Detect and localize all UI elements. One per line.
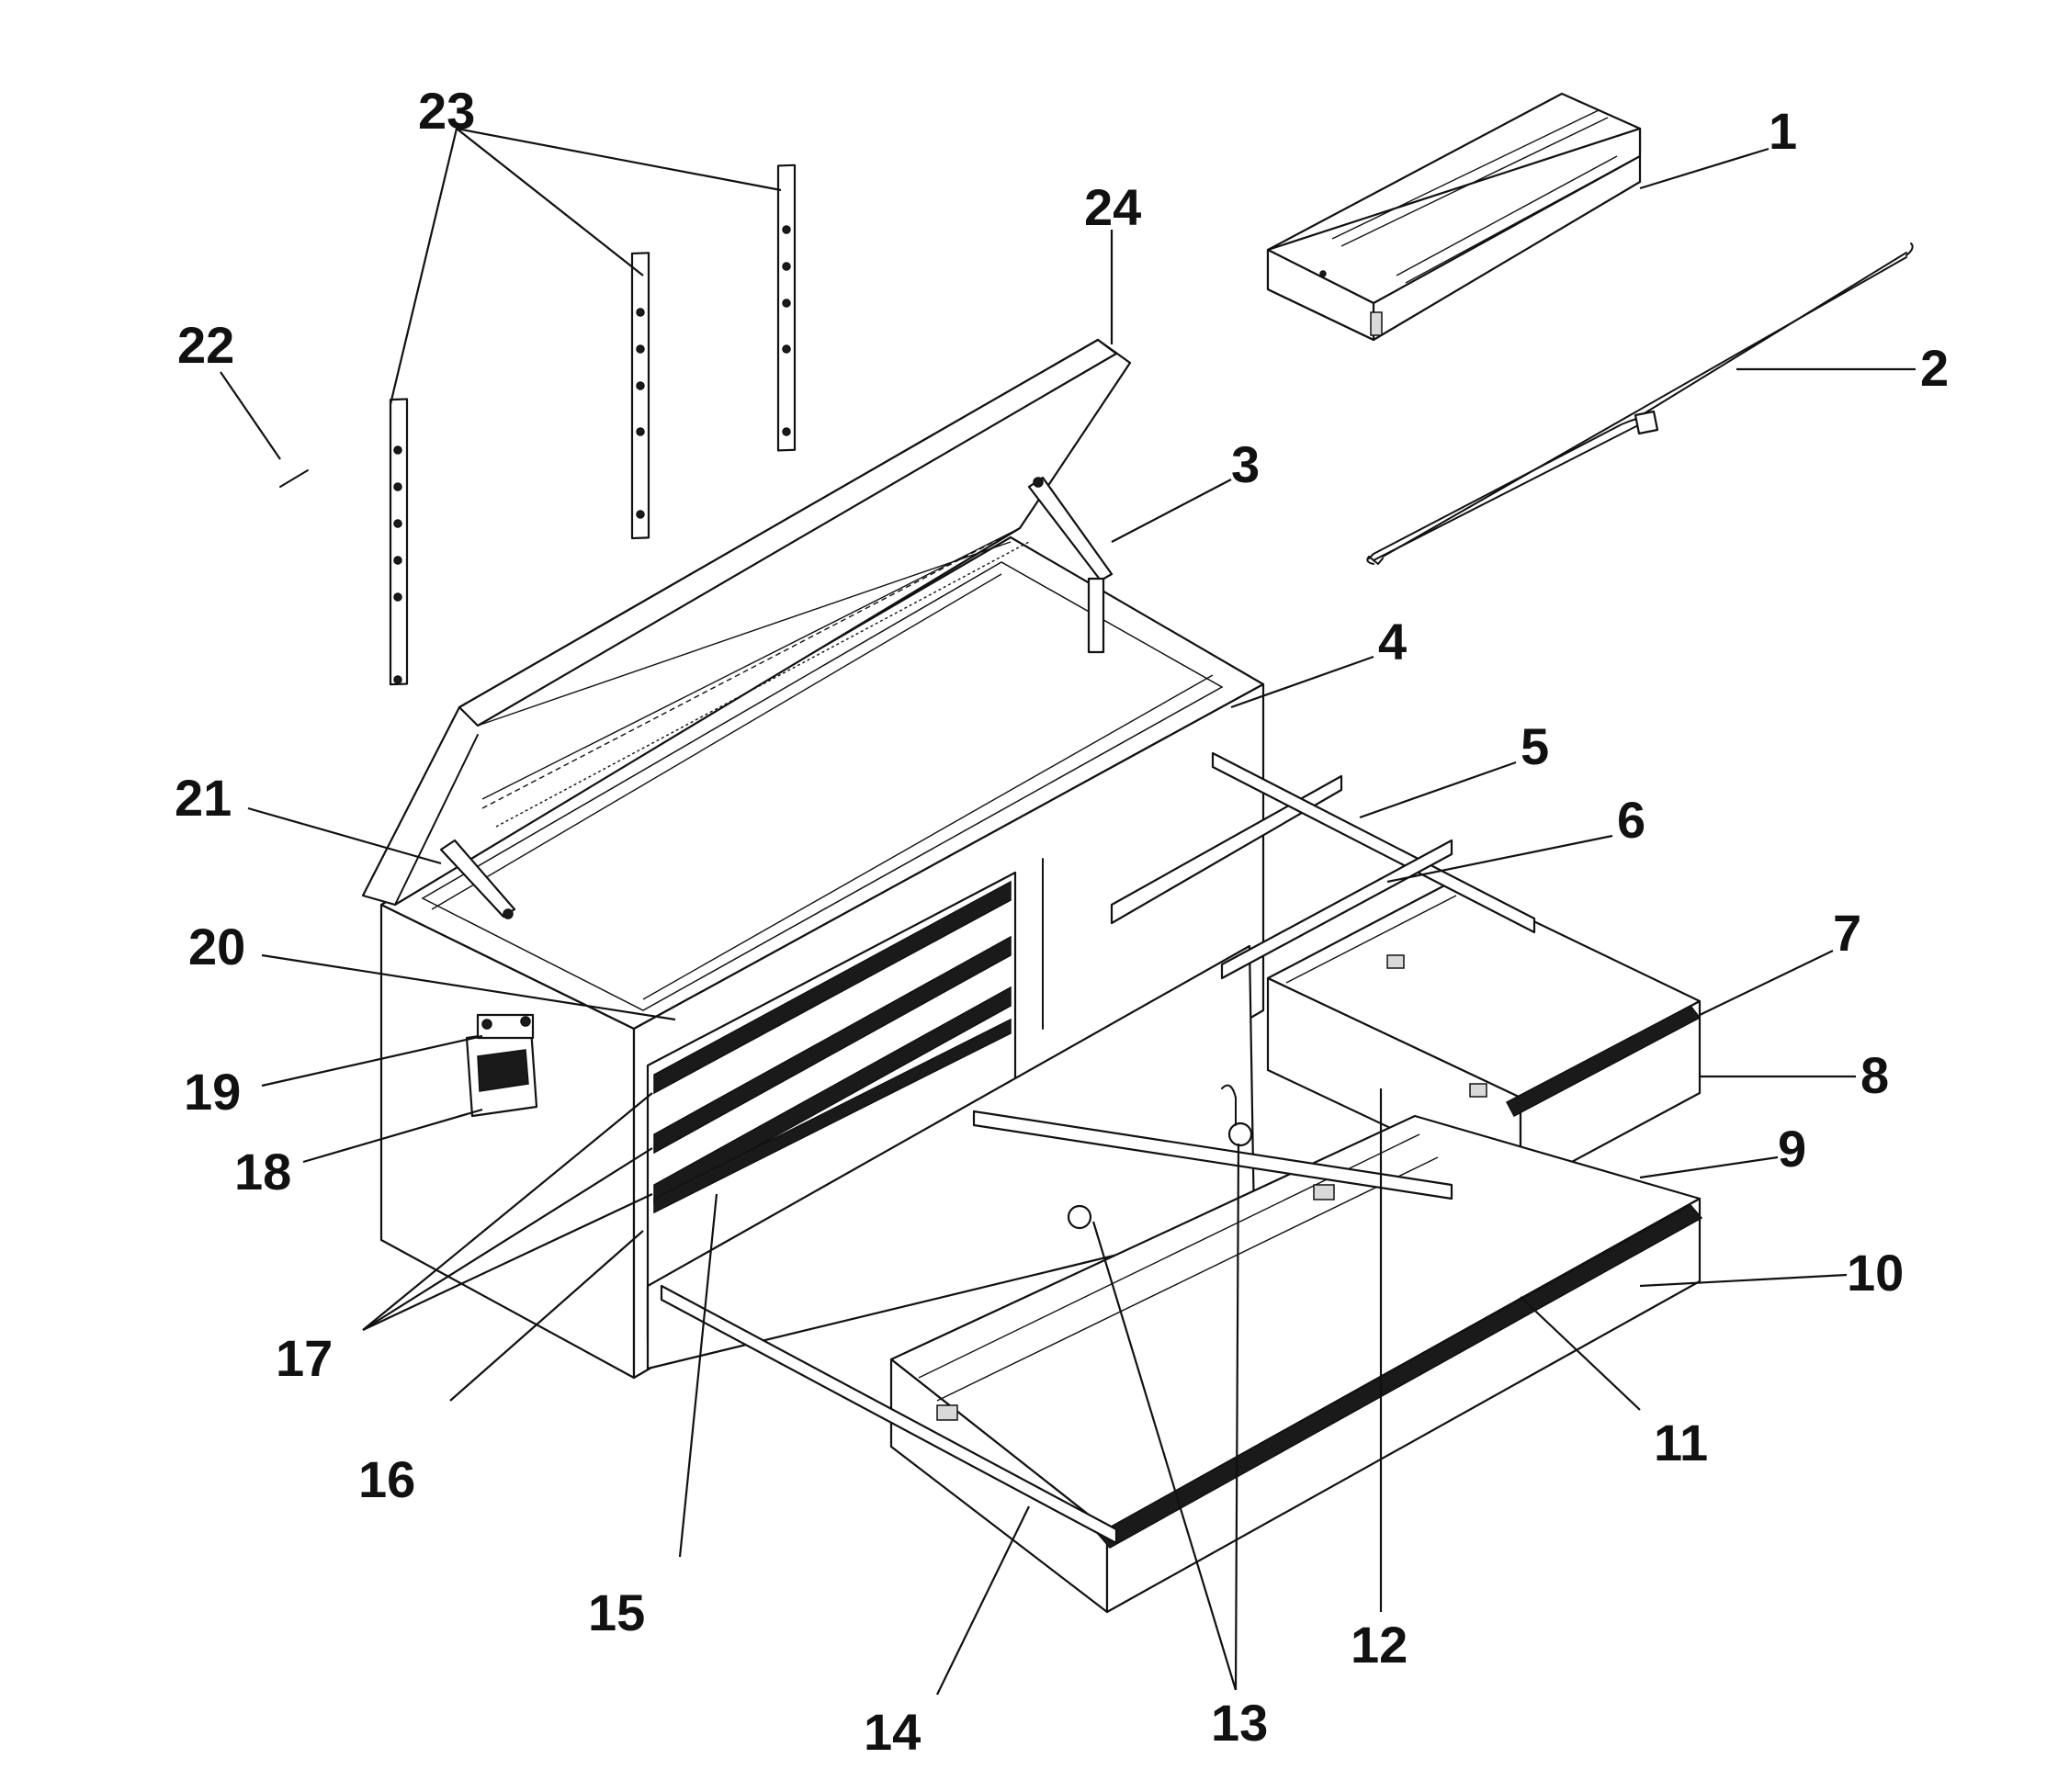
lid (361, 338, 1132, 907)
callout-1: 1 (1769, 102, 1797, 160)
callout-11: 11 (1654, 1414, 1708, 1471)
callout-18: 18 (234, 1143, 291, 1200)
lid-stay-wire (1366, 242, 1914, 565)
callout-19: 19 (184, 1063, 241, 1121)
top-tray (1266, 92, 1642, 342)
callout-labels: 1 2 3 4 5 6 7 8 9 10 11 12 13 14 15 16 1… (175, 82, 1949, 1761)
callout-21: 21 (175, 769, 232, 827)
lid-stay-arm (1027, 476, 1114, 654)
drawer-knobs (1067, 1084, 1253, 1230)
callout-7: 7 (1833, 904, 1861, 962)
leader-lines (220, 127, 1916, 1696)
callout-22: 22 (177, 316, 234, 374)
callout-14: 14 (864, 1703, 921, 1761)
callout-16: 16 (358, 1450, 415, 1508)
hinge-strips (389, 163, 797, 686)
lower-drawer (660, 1110, 1703, 1614)
callout-17: 17 (276, 1329, 333, 1387)
callout-20: 20 (188, 918, 245, 975)
callout-2: 2 (1920, 339, 1949, 397)
callout-6: 6 (1617, 791, 1645, 849)
hinge-pin (279, 469, 309, 488)
callout-9: 9 (1778, 1120, 1806, 1178)
callout-12: 12 (1351, 1616, 1408, 1674)
side-handle (465, 1013, 538, 1118)
chest-body (379, 535, 1265, 1380)
callout-8: 8 (1860, 1046, 1889, 1104)
callout-10: 10 (1847, 1244, 1904, 1302)
callout-13: 13 (1211, 1694, 1268, 1752)
callout-15: 15 (588, 1583, 645, 1641)
callout-24: 24 (1084, 178, 1141, 236)
lid-support-left (439, 839, 516, 919)
callout-5: 5 (1521, 717, 1549, 775)
callout-4: 4 (1378, 613, 1407, 671)
upper-drawer (1110, 751, 1702, 1191)
callout-3: 3 (1231, 435, 1260, 493)
callout-23: 23 (418, 82, 475, 140)
